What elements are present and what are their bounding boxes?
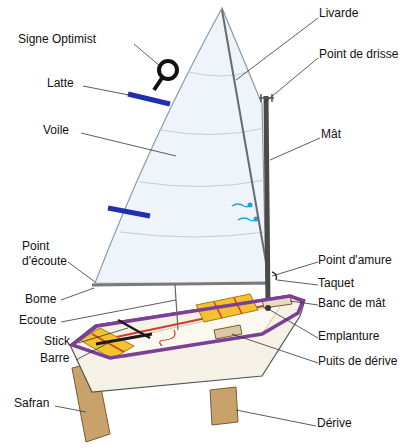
hull — [70, 295, 305, 392]
part-label: Banc de mât — [318, 296, 408, 311]
part-label: Latte — [47, 76, 87, 91]
optimist-sign — [154, 61, 177, 90]
sail — [95, 8, 266, 284]
part-label: Taquet — [318, 276, 378, 291]
part-label: Point d'amure — [318, 253, 413, 268]
part-label: Voile — [43, 123, 83, 138]
sheet — [175, 285, 178, 330]
part-label: Emplanture — [318, 329, 398, 344]
part-label: Point d'écoute — [22, 239, 74, 269]
tiller-extension — [118, 320, 150, 338]
mast — [266, 96, 268, 306]
part-label: Bome — [25, 292, 65, 307]
part-label: Signe Optimist — [18, 32, 138, 47]
batten — [108, 208, 150, 216]
part-label: Point de drisse — [319, 47, 414, 62]
leader-lines — [55, 18, 320, 426]
sprit — [222, 10, 266, 262]
buoyancy-strap — [214, 302, 222, 318]
part-label: Ecoute — [19, 313, 64, 328]
boom — [92, 283, 268, 285]
sheet-coil — [160, 330, 175, 346]
batten — [128, 94, 170, 104]
telltale — [248, 203, 253, 208]
part-label: Mât — [321, 127, 361, 142]
part-label: Livarde — [319, 6, 409, 21]
gunwale — [72, 296, 303, 358]
part-label: Stick — [44, 334, 84, 349]
part-label: Barre — [40, 351, 80, 366]
part-label: Dérive — [317, 416, 377, 431]
daggerboard — [210, 387, 238, 425]
part-label: Puits de dérive — [318, 354, 416, 369]
telltales — [232, 204, 256, 221]
part-label: Safran — [14, 396, 59, 411]
